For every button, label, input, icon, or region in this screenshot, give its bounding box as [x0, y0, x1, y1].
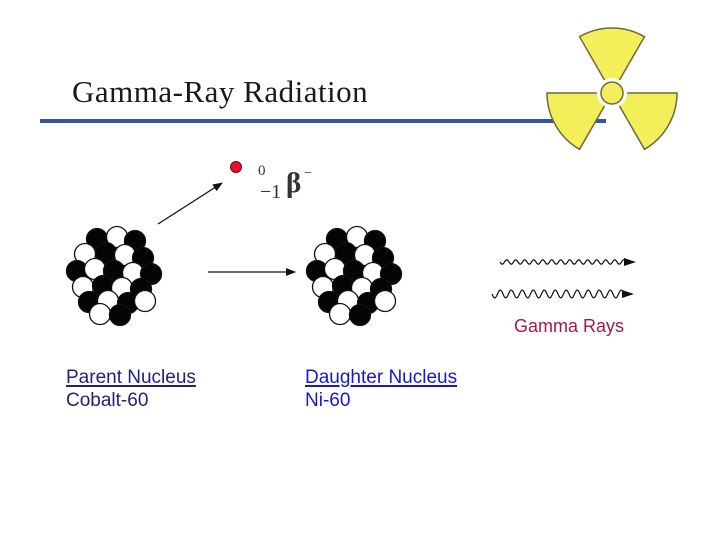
neutron-ball	[110, 305, 131, 326]
proton-ball	[330, 304, 351, 325]
gamma-wave-icon	[492, 258, 636, 298]
parent-caption-title: Parent Nucleus	[66, 366, 196, 389]
daughter-caption: Daughter Nucleus Ni-60	[305, 366, 457, 412]
parent-nucleus	[67, 227, 162, 326]
parent-caption-name: Cobalt-60	[66, 389, 196, 412]
beta-emission-arrow	[158, 183, 222, 224]
beta-symbol: β	[286, 167, 301, 200]
beta-mass-number: 0	[258, 163, 266, 180]
proton-ball	[375, 291, 396, 312]
daughter-caption-title: Daughter Nucleus	[305, 366, 457, 389]
beta-charge-sign: −	[304, 166, 312, 182]
daughter-nucleus	[307, 227, 402, 326]
beta-charge-number: −1	[260, 181, 281, 204]
proton-ball	[90, 304, 111, 325]
proton-ball	[135, 291, 156, 312]
neutron-ball	[350, 305, 371, 326]
beta-particle-icon	[231, 162, 242, 173]
radiation-trefoil-icon	[539, 28, 684, 154]
gamma-rays-label: Gamma Rays	[514, 316, 624, 337]
parent-caption: Parent Nucleus Cobalt-60	[66, 366, 196, 412]
daughter-caption-name: Ni-60	[305, 389, 457, 412]
